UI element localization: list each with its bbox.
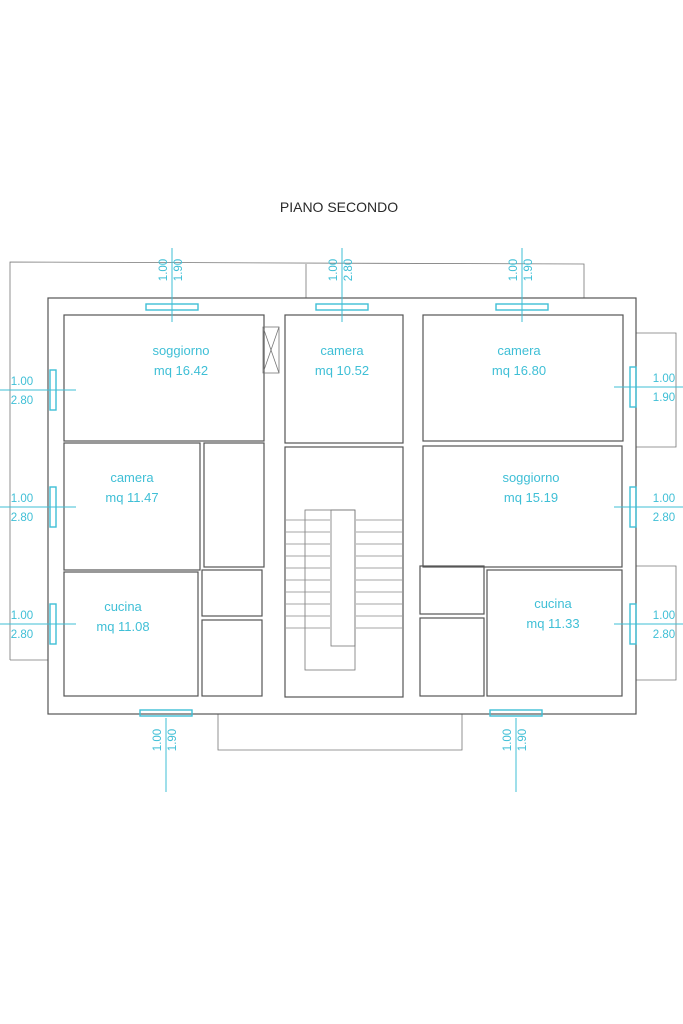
room-name: soggiorno <box>502 470 559 485</box>
window-dim-a: 1.00 <box>653 493 675 505</box>
window-marker: 1.00 2.80 <box>0 603 76 645</box>
room-outline-storage-left <box>201 619 263 697</box>
window-marker: 1.00 2.80 <box>614 603 683 645</box>
room-outline-soggiorno-1 <box>63 314 265 442</box>
window-dim-b: 1.90 <box>523 259 535 281</box>
window-dim-b: 2.80 <box>11 629 33 641</box>
window-dim-b: 1.90 <box>173 259 185 281</box>
room-outline-storage-right <box>419 617 485 697</box>
room-outline-hall-left <box>203 442 265 568</box>
window-marker: 1.00 1.90 <box>614 366 683 408</box>
room-outline-camera-3 <box>63 442 201 571</box>
room-outline-bath-right <box>419 565 485 615</box>
window-dim-b: 1.90 <box>167 729 179 751</box>
window-dim-a: 1.00 <box>653 373 675 385</box>
window-dim-b: 2.80 <box>11 512 33 524</box>
window-marker: 1.00 2.80 <box>614 486 683 528</box>
window-dim-a: 1.00 <box>158 259 170 281</box>
building-walls <box>47 297 637 715</box>
window-dim-a: 1.00 <box>508 259 520 281</box>
room-area: mq 11.08 <box>96 619 149 634</box>
stairs <box>286 509 402 671</box>
window-dim-a: 1.00 <box>11 376 33 388</box>
window-dim-b: 1.90 <box>517 729 529 751</box>
room-area: mq 16.42 <box>154 363 208 378</box>
room-name: cucina <box>104 599 142 614</box>
room-labels: soggiorno mq 16.42 camera mq 10.52 camera mq … <box>96 343 579 634</box>
room-outline-bath-left <box>201 569 263 617</box>
room-area: mq 10.52 <box>315 363 369 378</box>
window-dim-a: 1.00 <box>328 259 340 281</box>
room-outline-cucina-2 <box>486 569 623 697</box>
room-area: mq 15.19 <box>504 490 558 505</box>
room-area: mq 11.47 <box>105 490 158 505</box>
room-name: camera <box>497 343 541 358</box>
window-dim-a: 1.00 <box>653 610 675 622</box>
window-dim-a: 1.00 <box>11 493 33 505</box>
window-marker: 1.00 2.80 <box>0 486 76 528</box>
room-area: mq 11.33 <box>526 616 579 631</box>
window-dim-b: 2.80 <box>343 259 355 281</box>
window-dim-b: 1.90 <box>653 392 675 404</box>
window-dim-b: 2.80 <box>653 512 675 524</box>
room-area: mq 16.80 <box>492 363 546 378</box>
room-name: cucina <box>534 596 572 611</box>
room-outline-camera-1 <box>284 314 404 444</box>
room-name: camera <box>320 343 364 358</box>
room-name: camera <box>110 470 154 485</box>
room-outline-camera-2 <box>422 314 624 442</box>
window-dim-a: 1.00 <box>11 610 33 622</box>
room-outline-soggiorno-2 <box>422 445 623 568</box>
stairwell-outline <box>284 446 404 698</box>
window-dim-b: 2.80 <box>653 629 675 641</box>
room-name: soggiorno <box>152 343 209 358</box>
plan-title: PIANO SECONDO <box>280 199 398 215</box>
window-dim-a: 1.00 <box>502 729 514 751</box>
room-outline-cucina-1 <box>63 571 199 697</box>
window-dim-b: 2.80 <box>11 395 33 407</box>
window-dim-a: 1.00 <box>152 729 164 751</box>
window-marker: 1.00 2.80 <box>0 369 76 411</box>
balcony-outlines <box>9 261 677 751</box>
